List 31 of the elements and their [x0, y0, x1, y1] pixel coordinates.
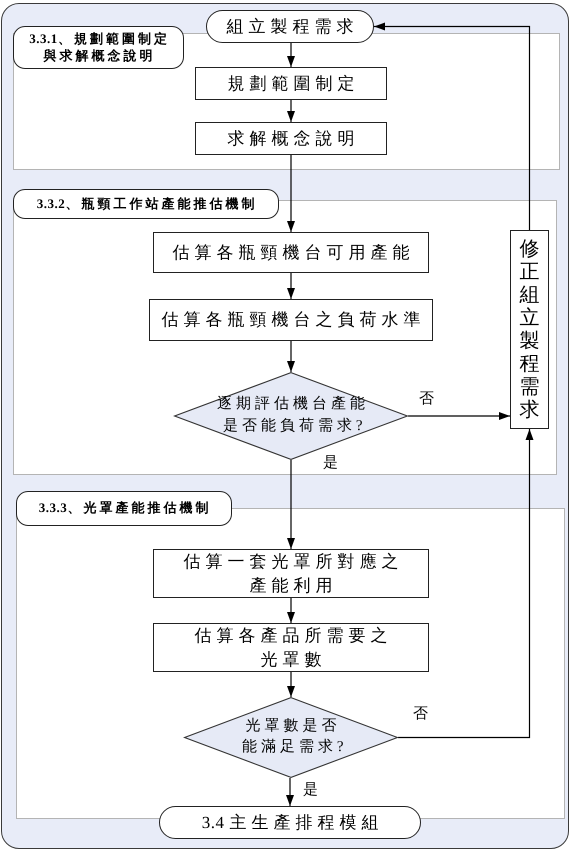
arrow	[287, 341, 295, 372]
section-tab: 3.3.3、光罩產能推估機制	[16, 491, 232, 526]
section-tab: 3.3.1、規劃範圍制定與求解概念說明	[13, 26, 184, 69]
arrow	[287, 598, 295, 623]
section-panel	[13, 33, 560, 170]
arrow	[287, 43, 295, 67]
process-box: 求解概念說明	[195, 122, 387, 155]
process-box: 估算各產品所需要之光罩數	[153, 623, 429, 672]
terminal-box: 組立製程需求	[206, 10, 374, 43]
terminal-box: 3.4 主生產排程模組	[159, 806, 421, 839]
section-tab: 3.3.2、瓶頸工作站產能推估機制	[13, 189, 279, 219]
process-box: 估算一套光罩所對應之產能利用	[153, 549, 429, 598]
process-box: 估算各瓶頸機台之負荷水準	[149, 299, 433, 341]
edge-label: 否	[412, 706, 429, 723]
arrow	[287, 155, 295, 232]
process-box: 估算各瓶頸機台可用產能	[153, 232, 429, 273]
process-box: 規劃範圍制定	[195, 67, 387, 100]
arrow	[287, 100, 295, 122]
arrow	[287, 273, 295, 299]
edge-label: 是	[322, 455, 339, 472]
arrow	[287, 672, 295, 697]
arrow	[286, 778, 294, 806]
edge-label: 否	[418, 391, 435, 408]
decision-text: 光罩數是否能滿足需求?	[240, 716, 346, 758]
arrow	[398, 429, 534, 738]
arrow	[374, 22, 530, 230]
process-box: 修正組立製程需求	[510, 230, 549, 429]
arrow	[287, 460, 295, 549]
arrow	[408, 412, 510, 420]
decision-text: 逐期評估機台產能是否能負荷需求?	[216, 394, 370, 436]
edge-label: 是	[302, 782, 319, 799]
